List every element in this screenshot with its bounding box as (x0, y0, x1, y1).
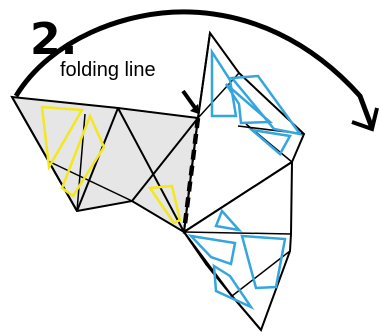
left-folded-panels (10, 95, 200, 234)
folding-line (181, 117, 201, 233)
folding-line-label: folding line (60, 59, 156, 81)
top-blue-panels (210, 47, 303, 156)
pointer-arrow-icon (181, 89, 200, 114)
curved-arrow-icon (13, 9, 379, 132)
bottom-blue-panels (187, 208, 287, 310)
